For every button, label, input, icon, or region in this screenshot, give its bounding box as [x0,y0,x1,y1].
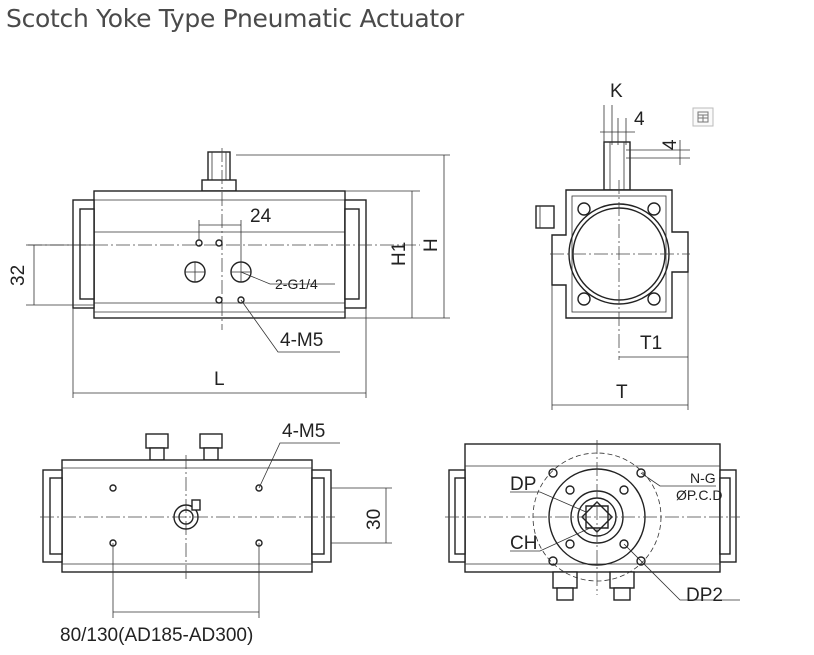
dim-32-label: 32 [8,265,29,286]
side-view: K 4 4 T1 T [535,81,690,410]
page-title: Scotch Yoke Type Pneumatic Actuator [6,4,464,33]
dim-T-label: T [616,382,628,403]
dim-24-label: 24 [250,206,272,227]
top-view: 4-M5 30 80/130(AD185-AD300) [40,421,392,646]
dp2-label: DP2 [686,585,723,606]
dim-T1-label: T1 [640,333,662,354]
position-indicator [173,504,199,530]
dim-4-horizontal-label: 4 [634,109,645,130]
top-screw-label: 4-M5 [282,421,325,442]
bottom-body [464,443,721,573]
dim-L-label: L [214,369,225,390]
dim-spacing-label: 80/130(AD185-AD300) [60,625,253,646]
front-screw-label: 4-M5 [280,330,323,351]
shaft [603,141,631,191]
table-icon[interactable] [692,107,714,127]
ng-label: N-G [690,470,716,486]
dim-H-label: H [421,238,442,252]
top-body [61,459,313,573]
front-view: 24 32 2-G1/4 4-M5 L H1 H [8,148,450,398]
actuator-body [93,190,346,319]
dim-H1-label: H1 [389,242,410,266]
dp-label: DP [510,474,536,495]
bottom-view: DP CH N-G ØP.C.D DP2 [445,440,740,606]
port-label: 2-G1/4 [275,276,318,292]
dim-30-label: 30 [364,509,385,530]
pcd-label: ØP.C.D [676,487,722,503]
dim-K-label: K [610,81,623,102]
ch-label: CH [510,533,537,554]
dim-4-vertical-label: 4 [660,139,681,150]
